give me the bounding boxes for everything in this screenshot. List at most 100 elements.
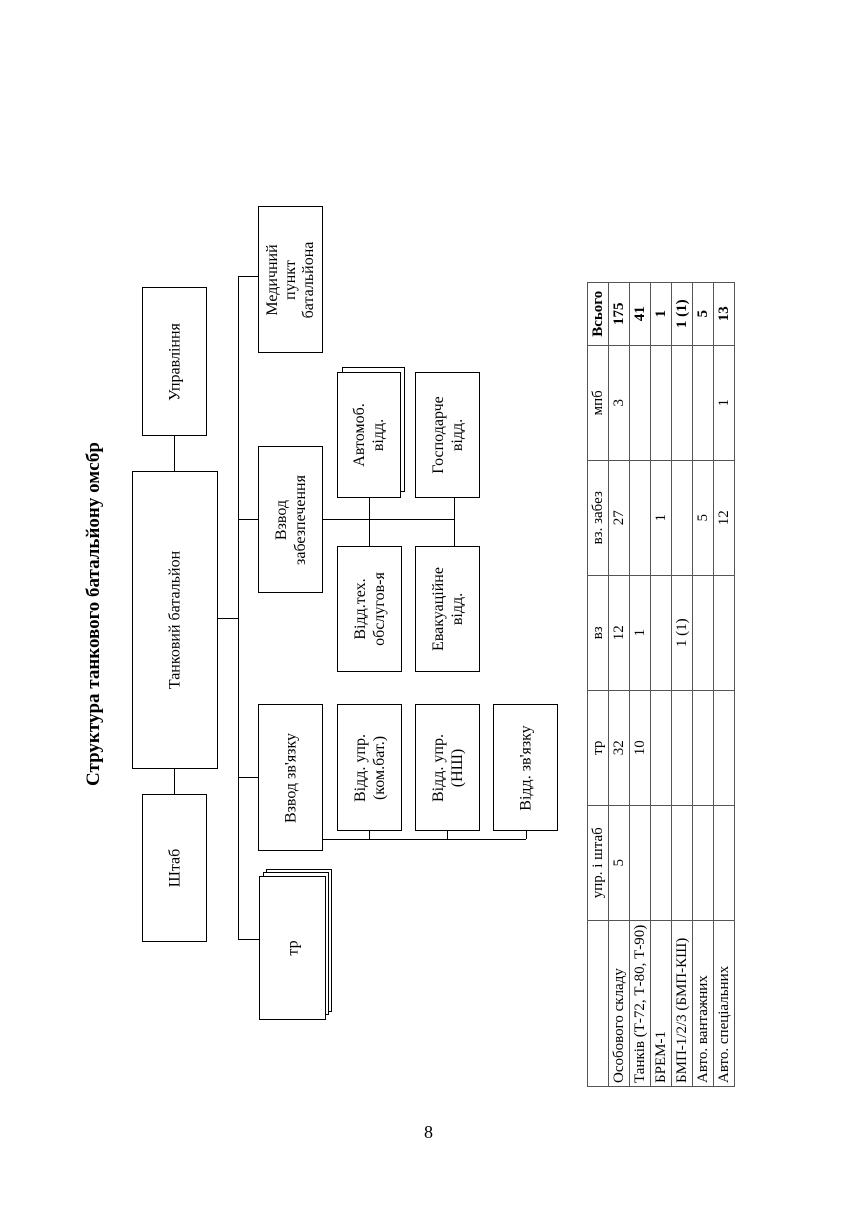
table-cell: 27	[608, 460, 630, 576]
table-cell	[692, 575, 714, 691]
row-label: Авто. вантажних	[692, 920, 714, 1087]
connector	[238, 276, 239, 940]
signal-section-box: Відд. упр. (НШ)	[415, 704, 480, 831]
table-cell	[713, 805, 735, 921]
equipment-table: упр. і штаб тр вз вз. забез мпб Всього О…	[587, 282, 735, 1087]
table-cell	[692, 805, 714, 921]
table-row: Особового складу 5 32 12 27 3 175	[608, 282, 630, 1087]
table-cell: 10	[629, 690, 651, 806]
medical-point-box: Медичний пункт батальйона	[258, 206, 323, 353]
table-header-cell: вз	[587, 575, 609, 691]
table-cell: 12	[713, 460, 735, 576]
support-section-box: Господарче відд.	[415, 372, 480, 498]
connector	[526, 830, 527, 839]
support-section-label: Відд.тех. обслугов-я	[351, 572, 388, 646]
table-cell: 1	[629, 575, 651, 691]
connector	[238, 939, 260, 940]
page-number: 8	[424, 1122, 433, 1142]
support-platoon-box: Взвод забезпечення	[258, 446, 323, 593]
table-cell	[629, 805, 651, 921]
connector	[238, 276, 258, 277]
support-section-label: Автомоб. відд.	[351, 403, 387, 467]
table-cell	[650, 805, 672, 921]
support-section-box: Автомоб. відд.	[337, 372, 401, 498]
row-total: 1 (1)	[671, 282, 693, 346]
table-row: БРЕМ-1 1 1	[650, 282, 672, 1087]
table-cell: 5	[692, 460, 714, 576]
support-section-label: Господарче відд.	[429, 396, 466, 474]
table-cell: 5	[608, 805, 630, 921]
row-total: 175	[608, 282, 630, 346]
battalion-box: Танковий батальйон	[132, 471, 218, 769]
support-section-box: Евакуаційне відд.	[415, 546, 480, 672]
table-header-cell: тр	[587, 690, 609, 806]
table-header-row: упр. і штаб тр вз вз. забез мпб Всього	[587, 282, 609, 1087]
connector	[369, 830, 370, 839]
connector	[322, 519, 454, 520]
row-total: 13	[713, 282, 735, 346]
connector	[174, 768, 175, 794]
table-cell	[671, 690, 693, 806]
signal-section-label: Відд. упр. (НШ)	[429, 733, 466, 802]
connector	[454, 497, 455, 547]
tank-company-box: тр	[259, 876, 326, 1020]
connector	[174, 435, 175, 471]
table-cell: 1	[650, 460, 672, 576]
table-cell: 3	[608, 345, 630, 461]
table-cell	[650, 690, 672, 806]
table-cell	[671, 805, 693, 921]
table-cell	[671, 460, 693, 576]
table-cell: 12	[608, 575, 630, 691]
table-header-cell: мпб	[587, 345, 609, 461]
row-label: Авто. спеціальних	[713, 920, 735, 1087]
table-header-cell	[587, 920, 609, 1087]
signal-section-box: Відд. зв'язку	[493, 704, 558, 831]
signal-platoon-label: Взвод зв'язку	[282, 732, 299, 823]
table-cell	[629, 345, 651, 461]
table-row: БМП-1/2/3 (БМП-КШ) 1 (1) 1 (1)	[671, 282, 693, 1087]
table-cell	[671, 345, 693, 461]
connector	[447, 830, 448, 839]
row-total: 5	[692, 282, 714, 346]
row-total: 41	[629, 282, 651, 346]
table-row: Авто. вантажних 5 5	[692, 282, 714, 1087]
table-cell	[629, 460, 651, 576]
table-header-cell: Всього	[587, 282, 609, 346]
table-cell	[713, 575, 735, 691]
connector	[369, 497, 370, 547]
support-section-label: Евакуаційне відд.	[429, 567, 466, 651]
signal-section-label: Відд. зв'язку	[517, 724, 534, 811]
signal-section-label: Відд. упр. (ком.бат.)	[351, 733, 388, 802]
tank-company-label: тр	[284, 940, 301, 956]
staff-box: Штаб	[142, 794, 207, 942]
table-cell	[650, 345, 672, 461]
row-total: 1	[650, 282, 672, 346]
connector	[238, 519, 258, 520]
command-box: Управління	[142, 287, 207, 436]
medical-point-label: Медичний пункт батальйона	[263, 241, 317, 318]
row-label: БРЕМ-1	[650, 920, 672, 1087]
table-cell	[692, 345, 714, 461]
battalion-label: Танковий батальйон	[166, 550, 184, 690]
table-header-cell: упр. і штаб	[587, 805, 609, 921]
connector	[322, 839, 526, 840]
table-header-cell: вз. забез	[587, 460, 609, 576]
support-platoon-label: Взвод забезпечення	[272, 474, 309, 565]
command-label: Управління	[166, 322, 183, 401]
staff-label: Штаб	[166, 848, 183, 888]
row-label: Танків (Т-72, Т-80, Т-90)	[629, 920, 651, 1087]
table-cell	[713, 690, 735, 806]
table-row: Авто. спеціальних 12 1 13	[713, 282, 735, 1087]
table-cell: 1 (1)	[671, 575, 693, 691]
row-label: Особового складу	[608, 920, 630, 1087]
signal-section-box: Відд. упр. (ком.бат.)	[337, 704, 402, 831]
table-cell: 1	[713, 345, 735, 461]
row-label: БМП-1/2/3 (БМП-КШ)	[671, 920, 693, 1087]
signal-platoon-box: Взвод зв'язку	[258, 704, 323, 851]
table-cell: 32	[608, 690, 630, 806]
table-row: Танків (Т-72, Т-80, Т-90) 10 1 41	[629, 282, 651, 1087]
support-section-box: Відд.тех. обслугов-я	[337, 546, 402, 672]
table-cell	[692, 690, 714, 806]
table-cell	[650, 575, 672, 691]
connector	[238, 777, 258, 778]
